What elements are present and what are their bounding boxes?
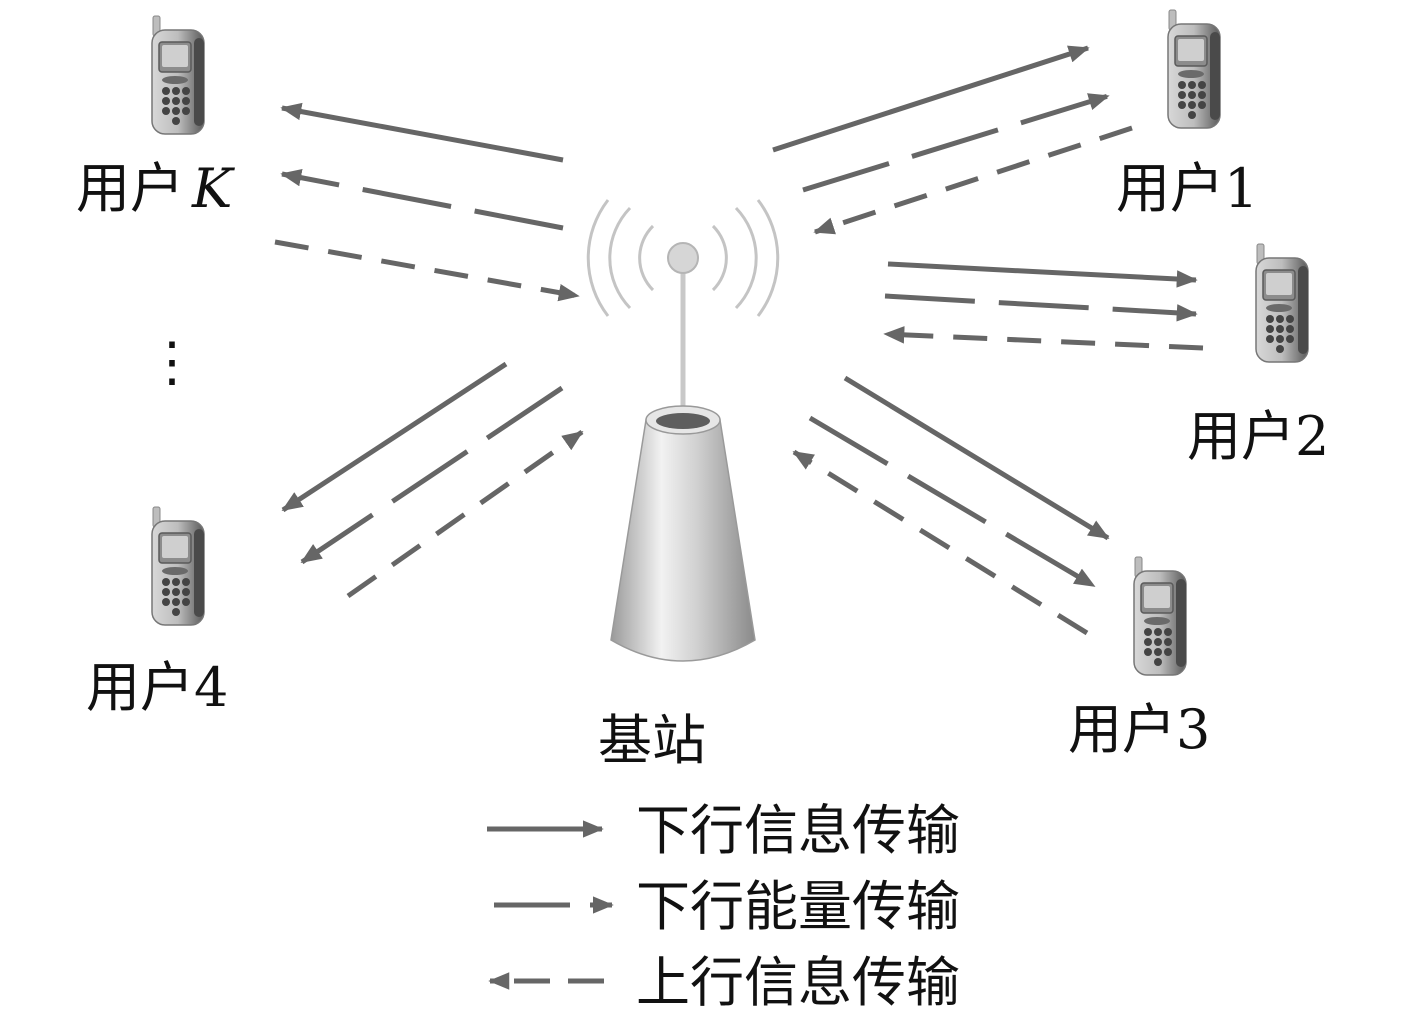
legend-label-uplink-info: 上行信息传输 <box>636 951 960 1011</box>
arrow-downlink-info-user-1 <box>772 45 1090 153</box>
legend-label-downlink-info: 下行信息传输 <box>636 799 960 862</box>
user-1-label: 用户1 <box>1116 157 1258 220</box>
arrow-downlink-energy-user-4 <box>300 385 564 565</box>
user-3-label: 用户3 <box>1068 698 1210 761</box>
transmission-arrows <box>274 45 1204 636</box>
phone-icon-user-2 <box>1255 243 1309 363</box>
arrow-uplink-info-user-4 <box>346 429 584 599</box>
phone-icon-user-1 <box>1167 9 1221 129</box>
base-station-label: 基站 <box>598 709 706 772</box>
phone-icon-user-4 <box>151 506 205 626</box>
arrow-downlink-info-user-k <box>280 102 564 163</box>
user-2-label: 用户2 <box>1187 405 1329 468</box>
arrow-downlink-info-user-2 <box>887 261 1198 288</box>
arrow-uplink-info-user-1 <box>813 125 1133 235</box>
phone-icon-user-k <box>151 15 205 135</box>
base-station-icon <box>586 199 780 662</box>
arrow-downlink-info-user-3 <box>843 375 1110 541</box>
ellipsis-vertical: ⋮ <box>145 330 199 393</box>
legend-label-downlink-energy: 下行能量传输 <box>636 875 960 938</box>
arrow-downlink-energy-user-2 <box>884 293 1198 322</box>
arrow-downlink-energy-user-k <box>280 169 564 231</box>
arrow-uplink-info-user-3 <box>792 449 1089 636</box>
arrow-downlink-energy-user-3 <box>808 415 1096 589</box>
signal-waves-icon <box>586 199 780 317</box>
user-4-label: 用户4 <box>86 656 228 719</box>
phone-icon-user-3 <box>1133 556 1187 676</box>
arrow-downlink-energy-user-1 <box>802 93 1110 193</box>
arrow-downlink-info-user-4 <box>281 361 508 513</box>
arrow-uplink-info-user-k <box>274 239 580 302</box>
arrow-uplink-info-user-2 <box>883 326 1204 351</box>
legend: 下行信息传输 下行能量传输 上行信息传输 <box>487 799 960 1011</box>
